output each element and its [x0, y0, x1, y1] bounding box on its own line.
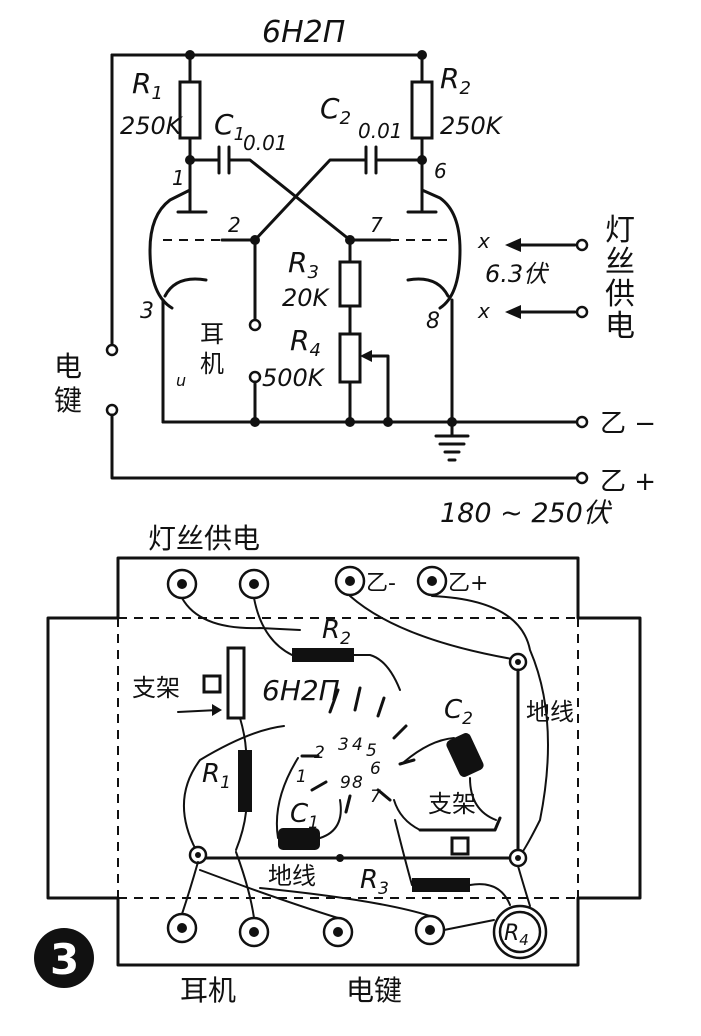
layout-r2-label: R2	[322, 615, 351, 649]
bracket-right-screw	[450, 836, 470, 856]
layout-ground-wire-bottom: 地线	[268, 862, 316, 890]
b-voltage-label: 180 ~ 250伏	[440, 498, 613, 529]
c2-value: 0.01	[358, 119, 403, 143]
r4-label: R4	[290, 324, 321, 361]
socket-pin-2: 2	[314, 743, 325, 763]
r3-resistor	[338, 260, 362, 308]
bracket-left-plate	[226, 646, 246, 720]
socket-pin-7: 7	[370, 787, 381, 807]
r1-value: 250K	[120, 112, 184, 140]
heater-x2: x	[477, 299, 490, 323]
socket-pin-3: 3	[338, 735, 349, 755]
socket-pin-8: 8	[352, 773, 363, 793]
b-minus-terminal	[575, 415, 589, 429]
key-label-1: 电	[54, 350, 82, 383]
layout-tube-label: 6H2П	[262, 674, 340, 707]
pin-u-label: u	[176, 371, 186, 390]
c2-capacitor	[364, 145, 378, 175]
layout-r4-label: R4	[504, 921, 529, 949]
layout-b-minus: 乙-	[366, 571, 396, 596]
heater-voltage-label: 6.3伏	[485, 260, 550, 288]
r2-value: 250K	[440, 112, 504, 140]
top-terminals	[166, 565, 448, 600]
b-plus-terminal	[575, 471, 589, 485]
b-minus-label: 乙 −	[600, 409, 656, 439]
wiring-layout-view: 灯丝供电 乙- 乙+ R2 地线 支架	[34, 522, 642, 1007]
bottom-terminals	[166, 912, 446, 948]
earphone-label-2: 机	[200, 350, 224, 378]
pin-7-label: 7	[370, 213, 383, 237]
layout-r3-label: R3	[360, 865, 389, 899]
heater-supply-2: 丝	[605, 245, 635, 280]
figure-number: 3	[50, 935, 79, 984]
layout-c2	[446, 733, 484, 777]
c1-value: 0.01	[243, 131, 288, 155]
layout-r2	[292, 648, 354, 662]
heater-x1: x	[477, 229, 490, 253]
heater-supply-4: 电	[605, 309, 635, 344]
layout-c1-label: C1	[290, 799, 319, 833]
earphone-label-1: 耳	[200, 320, 224, 348]
pin-6-label: 6	[434, 159, 447, 183]
r2-resistor	[410, 80, 434, 140]
layout-bracket-right: 支架	[428, 790, 476, 818]
pin-1-label: 1	[172, 166, 185, 190]
r1-label: R1	[132, 67, 163, 104]
tube-socket-pins	[300, 686, 416, 814]
cathode-right	[406, 277, 450, 298]
socket-pin-9: 9	[340, 773, 351, 793]
heater-supply-3: 供	[605, 277, 635, 312]
socket-pin-4: 4	[352, 735, 363, 755]
socket-pin-5: 5	[366, 741, 377, 761]
r3-value: 20K	[282, 284, 331, 312]
c1-label: C1	[214, 108, 245, 145]
layout-c2-label: C2	[444, 695, 473, 729]
layout-bracket-left: 支架	[132, 674, 180, 702]
schematic-diagram: 6H2П R1 250K R2 250K 1 6 C1 0.01	[54, 15, 656, 529]
pin-2-label: 2	[228, 213, 241, 237]
socket-pin-6: 6	[370, 759, 381, 779]
heater-supply-1: 灯	[605, 213, 635, 248]
cathode-left	[163, 277, 208, 298]
r1-resistor	[178, 80, 202, 140]
r4-potentiometer	[338, 332, 362, 384]
tube-envelope	[148, 188, 462, 310]
layout-earphone-label: 耳机	[180, 974, 236, 1007]
layout-ground-wire-right: 地线	[526, 698, 574, 726]
tube-type-label: 6H2П	[262, 15, 345, 50]
layout-key-label: 电键	[346, 974, 402, 1007]
layout-c1	[278, 828, 320, 850]
figure-number-badge	[34, 928, 94, 988]
r3-label: R3	[288, 246, 319, 283]
chassis-outline	[46, 556, 642, 967]
layout-r3	[412, 878, 470, 892]
bracket-left-screw	[202, 674, 222, 694]
key-label-2: 键	[54, 384, 82, 417]
bracket-right-plate	[418, 816, 502, 832]
pin-3-label: 3	[140, 299, 154, 324]
layout-r1	[238, 750, 252, 812]
layout-b-plus: 乙+	[448, 571, 488, 596]
r2-label: R2	[440, 62, 471, 99]
layout-heater-supply-label: 灯丝供电	[148, 522, 260, 555]
b-plus-label: 乙 +	[600, 467, 656, 497]
ground-symbol	[434, 420, 470, 462]
socket-pin-1: 1	[296, 767, 307, 787]
pin-8-label: 8	[426, 309, 440, 334]
r4-value: 500K	[262, 364, 326, 392]
c2-label: C2	[320, 92, 351, 129]
layout-r1-label: R1	[202, 759, 231, 793]
